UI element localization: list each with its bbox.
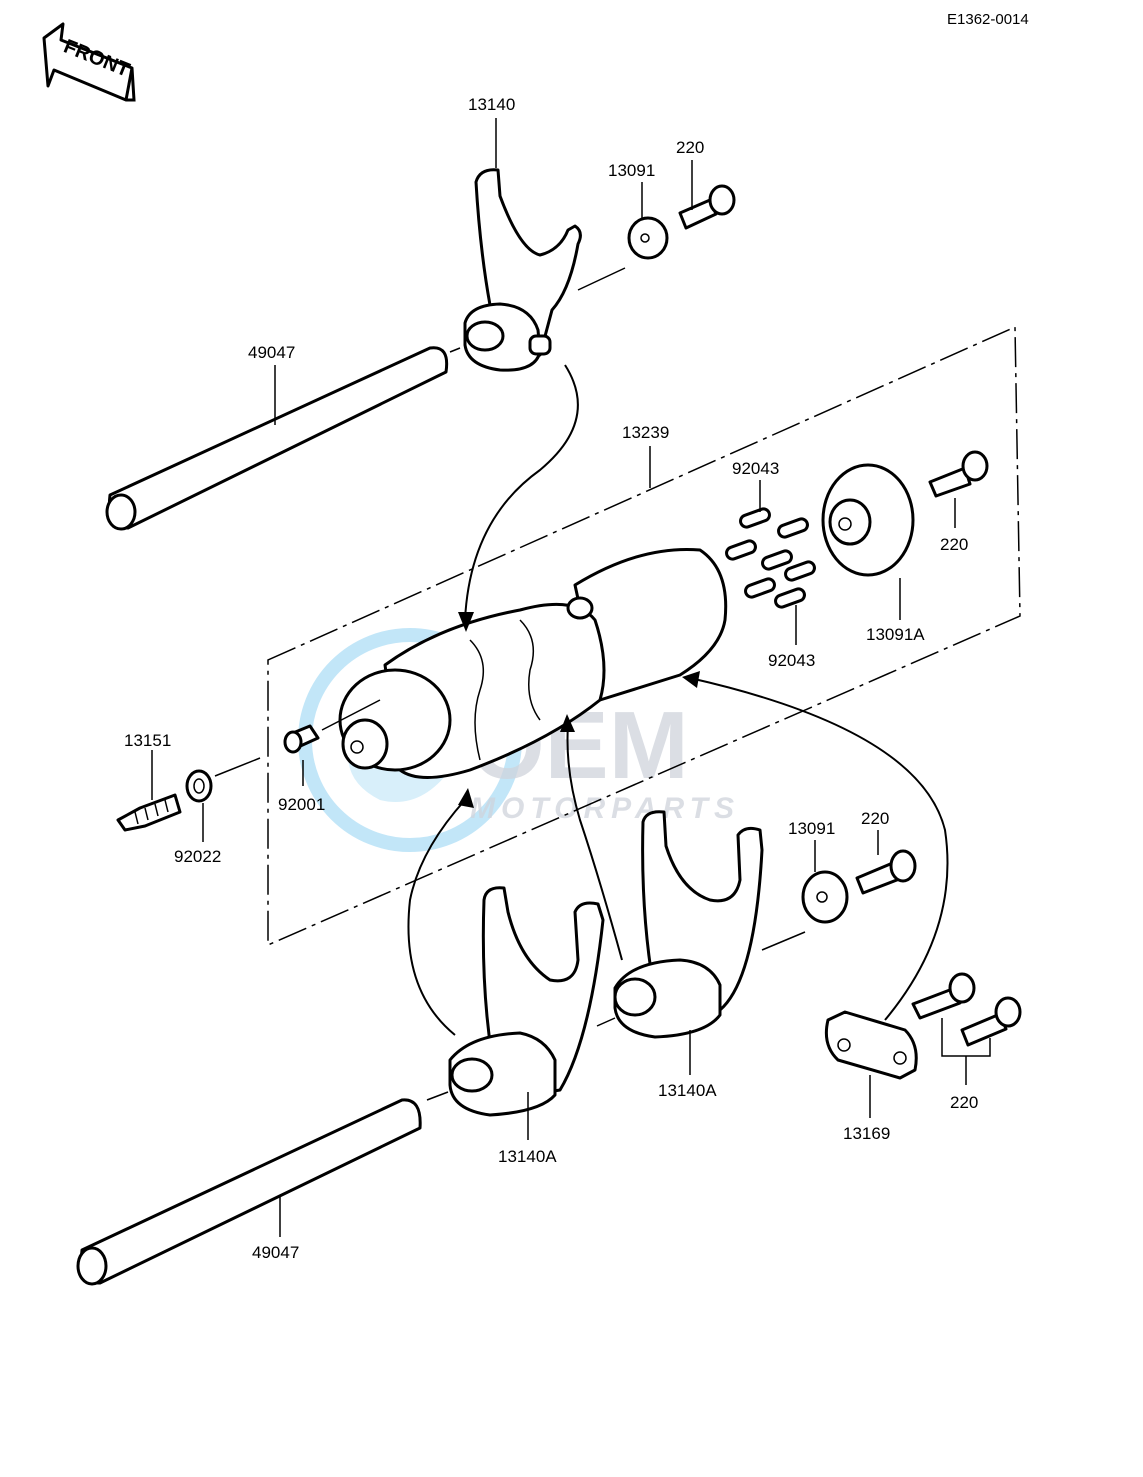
label-washer-top: 13091 [608, 161, 655, 180]
leader-lines [151, 118, 991, 1237]
label-gasket: 92022 [174, 847, 221, 866]
label-switch: 13151 [124, 731, 171, 750]
neutral-switch-icon [116, 793, 182, 832]
bolt-plate-icon [928, 450, 989, 498]
screw-icon [283, 724, 320, 754]
gasket [185, 769, 213, 803]
label-drum-assembly: 13239 [622, 423, 669, 442]
label-bolt-plate: 220 [940, 535, 968, 554]
part-labels: 13140 13091 220 49047 13239 92043 92043 … [124, 95, 978, 1262]
label-bolt-top: 220 [676, 138, 704, 157]
washer-top [627, 216, 669, 260]
label-plate: 13091A [866, 625, 925, 644]
connection-arrows [407, 364, 949, 1036]
label-washer-right: 13091 [788, 819, 835, 838]
label-bolt-right: 220 [861, 809, 889, 828]
label-shaft-bottom: 49047 [252, 1243, 299, 1262]
label-pins-bottom: 92043 [768, 651, 815, 670]
plate-13091a [821, 463, 915, 577]
shaft-bottom [76, 1098, 422, 1286]
shift-fork-top [463, 168, 582, 372]
label-guide-plate: 13169 [843, 1124, 890, 1143]
bolt-right-icon [855, 849, 917, 895]
pins-group [725, 507, 816, 609]
label-shift-fork-top: 13140 [468, 95, 515, 114]
label-shaft-top: 49047 [248, 343, 295, 362]
bolt-top-icon [678, 184, 736, 230]
label-screw: 92001 [278, 795, 325, 814]
watermark-sub: MOTORPARTS [470, 792, 740, 825]
guide-plate [824, 1010, 918, 1080]
guide-bolts-icon [911, 972, 1022, 1047]
shift-fork-right [613, 810, 764, 1039]
washer-right [801, 870, 849, 924]
drum-assembly-frame [267, 325, 1021, 947]
shift-fork-left [448, 886, 605, 1117]
label-shift-fork-right: 13140A [658, 1081, 717, 1100]
label-shift-fork-left: 13140A [498, 1147, 557, 1166]
label-pins-top: 92043 [732, 459, 779, 478]
label-guide-bolts: 220 [950, 1093, 978, 1112]
shift-drum [338, 547, 728, 779]
front-arrow-icon: FRONT [42, 22, 136, 102]
shaft-top [105, 346, 449, 531]
diagram-code: E1362-0014 [947, 11, 1029, 28]
